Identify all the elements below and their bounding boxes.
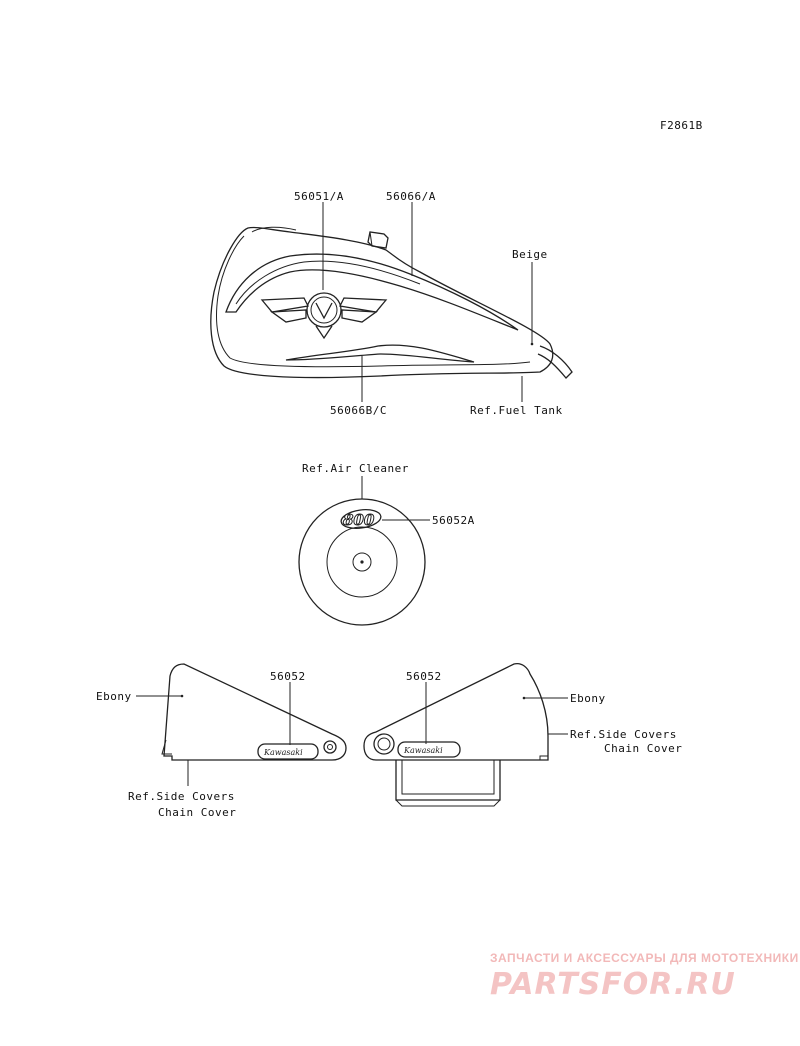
label-right-56052: 56052 (406, 670, 442, 683)
left-side-cover-drawing: Kawasaki (161, 663, 347, 761)
v-wing-emblem (260, 292, 388, 340)
label-right-ebony: Ebony (570, 692, 606, 705)
figure-id: F2861B (660, 119, 703, 132)
label-56052a: 56052A (432, 514, 475, 527)
label-right-ref-side-covers: Ref.Side Covers (570, 728, 677, 741)
kawasaki-logo-left: Kawasaki (263, 748, 303, 757)
label-beige: Beige (512, 248, 548, 261)
watermark-logo: PARTSFOR.RU (490, 967, 736, 1002)
right-side-cover-drawing: Kawasaki (363, 662, 549, 807)
label-left-ref-side-covers: Ref.Side Covers (128, 790, 235, 803)
fuel-tank-drawing (210, 226, 573, 379)
air-cleaner-800-badge: 800 (343, 511, 375, 529)
air-cleaner-drawing: 800 (298, 498, 426, 626)
label-56051a: 56051/A (294, 190, 344, 203)
label-ref-fuel-tank: Ref.Fuel Tank (470, 404, 563, 417)
label-right-chain-cover: Chain Cover (604, 742, 682, 755)
label-left-ebony: Ebony (96, 690, 132, 703)
label-56066bc: 56066B/C (330, 404, 387, 417)
label-ref-air-cleaner: Ref.Air Cleaner (302, 462, 409, 475)
kawasaki-logo-right: Kawasaki (403, 746, 443, 755)
watermark-tagline: ЗАПЧАСТИ И АКСЕССУАРЫ ДЛЯ МОТОТЕХНИКИ (490, 951, 799, 965)
label-56066a: 56066/A (386, 190, 436, 203)
label-left-56052: 56052 (270, 670, 306, 683)
label-left-chain-cover: Chain Cover (158, 806, 236, 819)
